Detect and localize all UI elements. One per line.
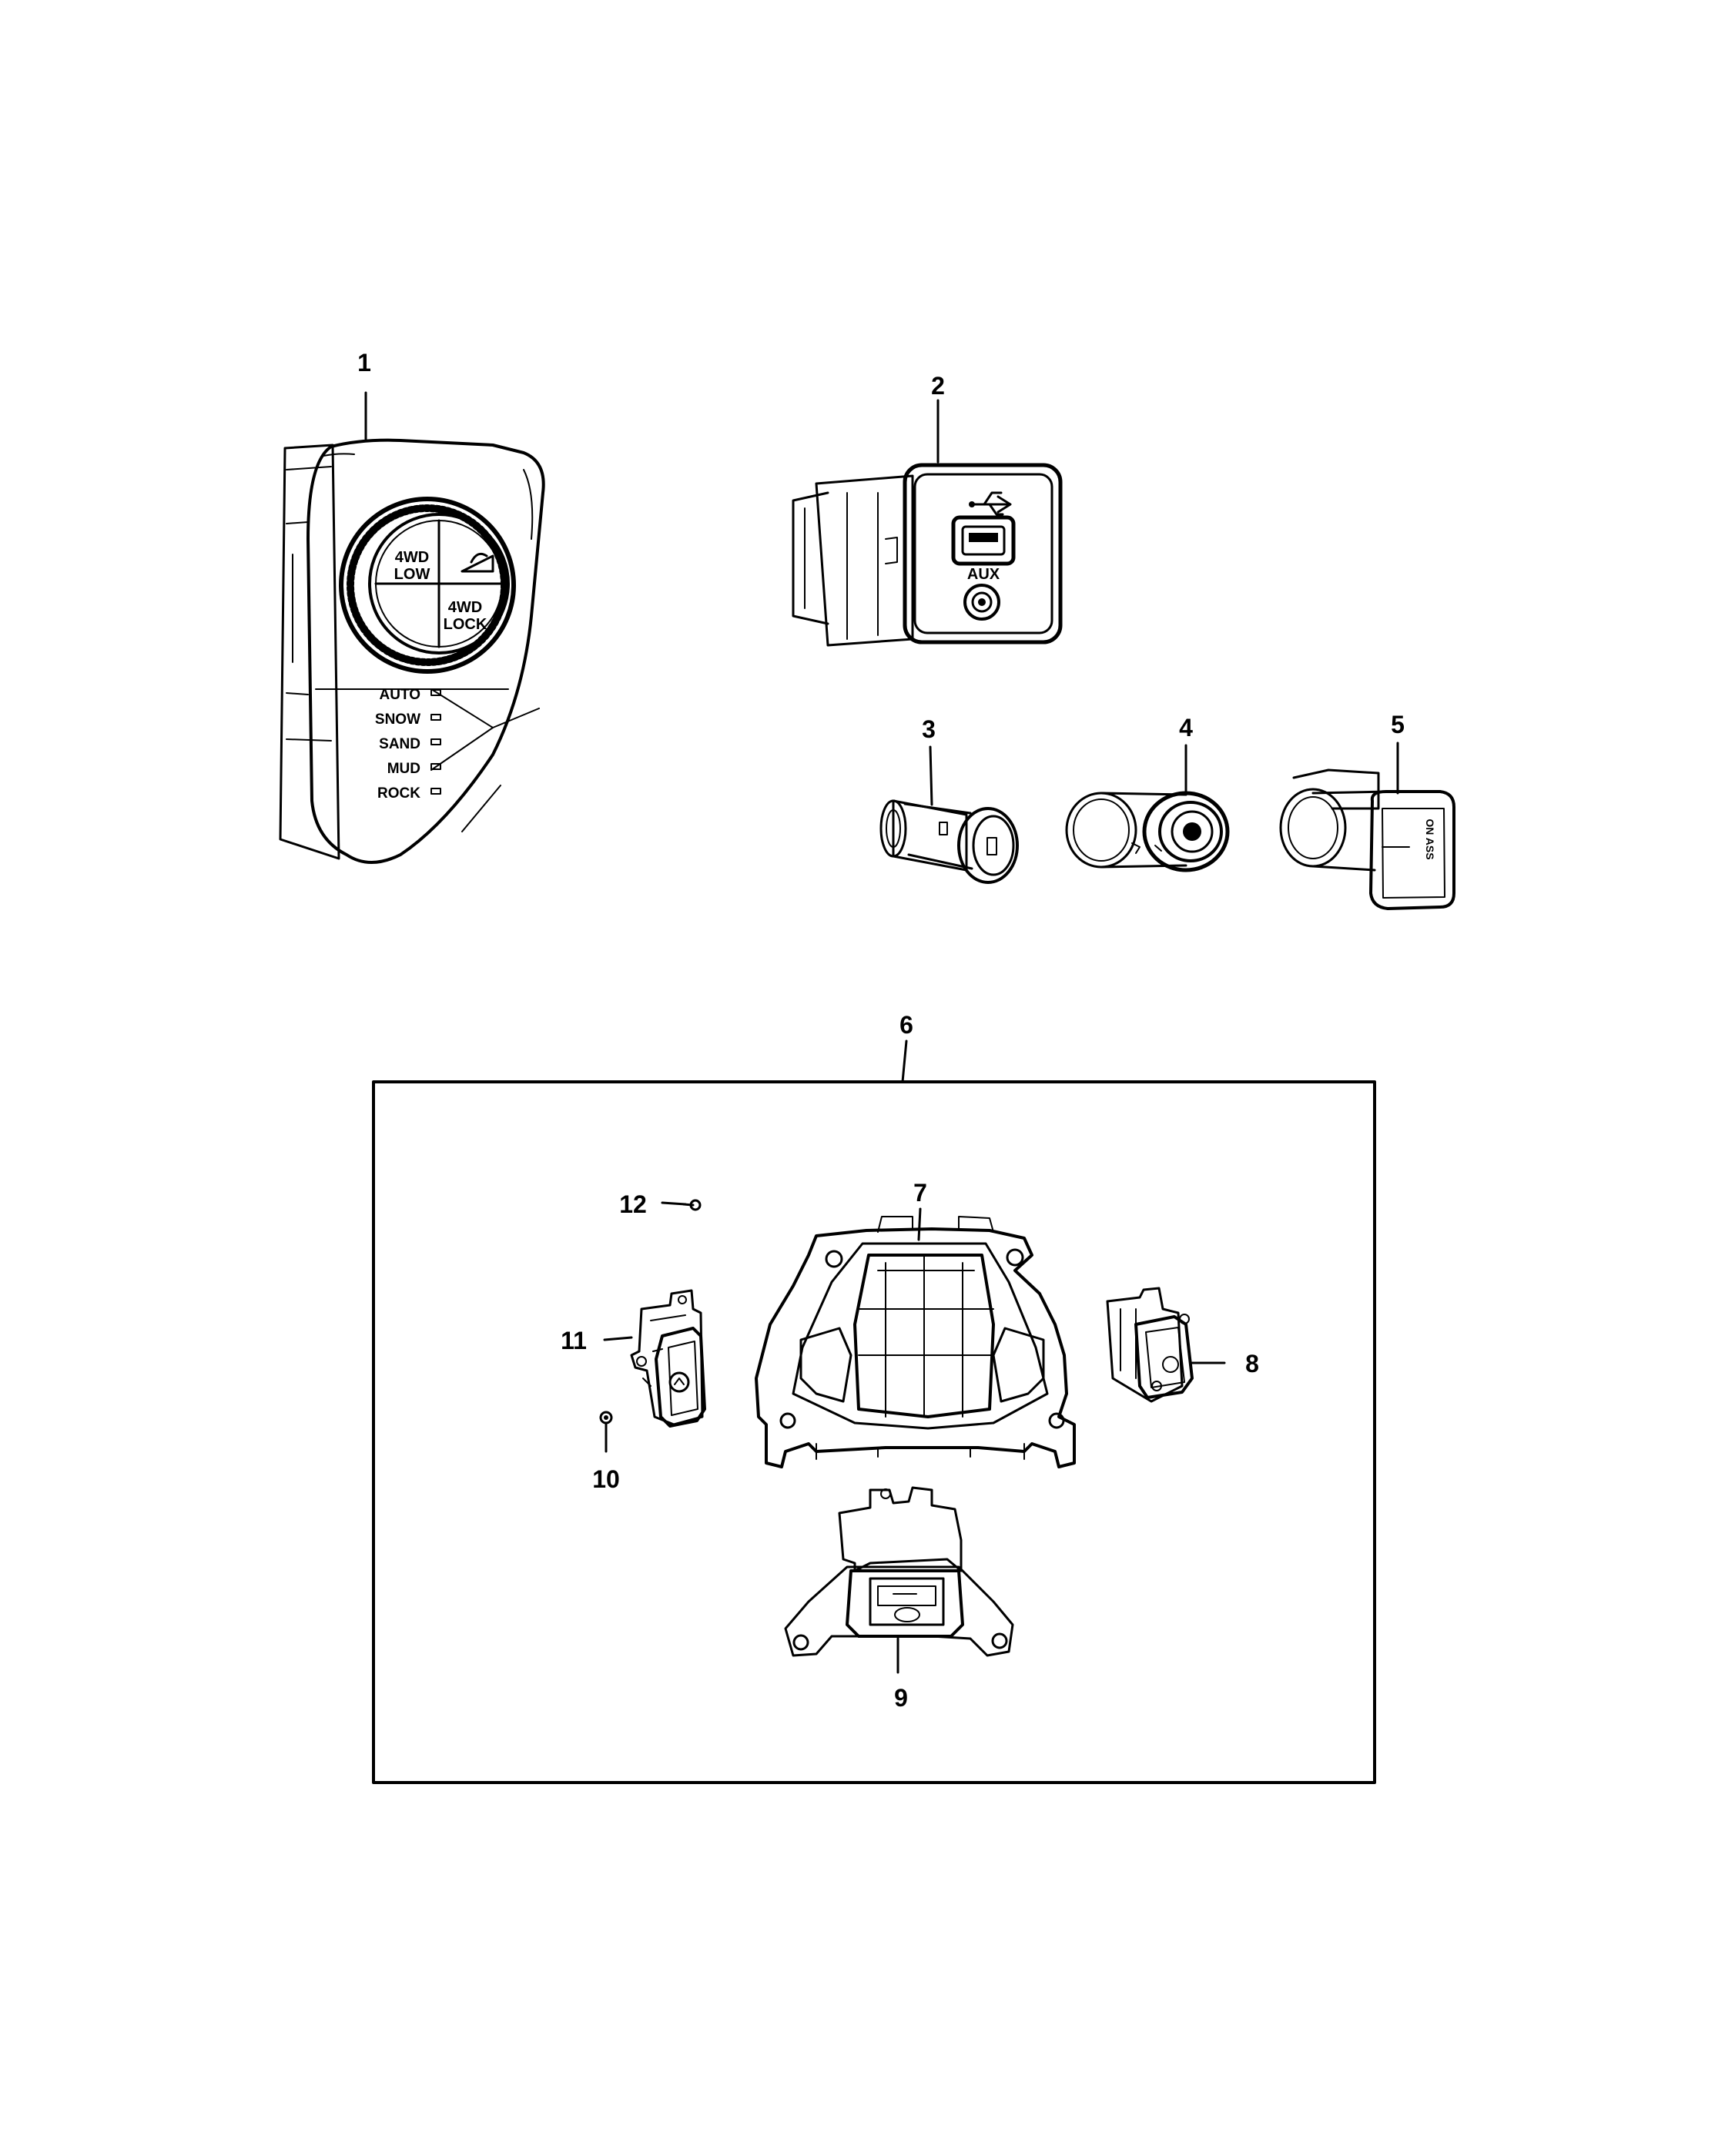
outlet-label: ON ASS [1424,819,1436,859]
part-pin [682,1199,702,1211]
callout-11: 11 [561,1327,587,1354]
callout-4: 4 [1179,714,1193,742]
mode-label-mud: MUD [387,761,420,777]
part-power-socket-sleeve [879,799,1019,884]
assembly-box [372,1080,1376,1784]
usb-icon [969,491,1012,516]
callout-10: 10 [592,1465,620,1493]
knob-label-lock-bottom: LOCK [444,616,487,633]
part-right-switch [1106,1287,1194,1403]
callout-1: 1 [357,349,371,377]
callout-3: 3 [922,715,936,743]
callout-12: 12 [619,1190,647,1218]
knob-label-low-bottom: LOW [394,566,430,583]
knob-label-lock-top: 4WD [448,599,482,616]
hill-descent-icon [461,552,494,573]
mode-indicator-leds [430,689,441,795]
part-usb-aux-port: AUX [792,463,1063,647]
part-terrain-selector: 4WD LOW 4WD LOCK AUTO SNOW SAND MUD ROCK [279,438,545,864]
callout-2: 2 [931,372,945,400]
mode-label-sand: SAND [379,736,420,752]
leader-lines [364,391,1399,1674]
part-center-bezel [755,1216,1076,1468]
mode-label-rock: ROCK [377,785,420,802]
part-bottom-switch [784,1486,1014,1657]
aux-label: AUX [967,566,1000,583]
part-socket-retainer [1065,791,1230,872]
part-left-switch [630,1289,706,1428]
part-covered-outlet: ON ASS [1279,768,1455,910]
callout-9: 9 [894,1684,908,1712]
callout-7: 7 [913,1179,927,1207]
knob-label-low-top: 4WD [395,549,429,566]
callout-6: 6 [899,1011,913,1039]
mode-label-snow: SNOW [375,711,420,728]
part-screw [599,1411,613,1424]
mode-label-auto: AUTO [380,687,420,703]
callout-5: 5 [1391,711,1405,738]
callout-8: 8 [1245,1350,1259,1378]
